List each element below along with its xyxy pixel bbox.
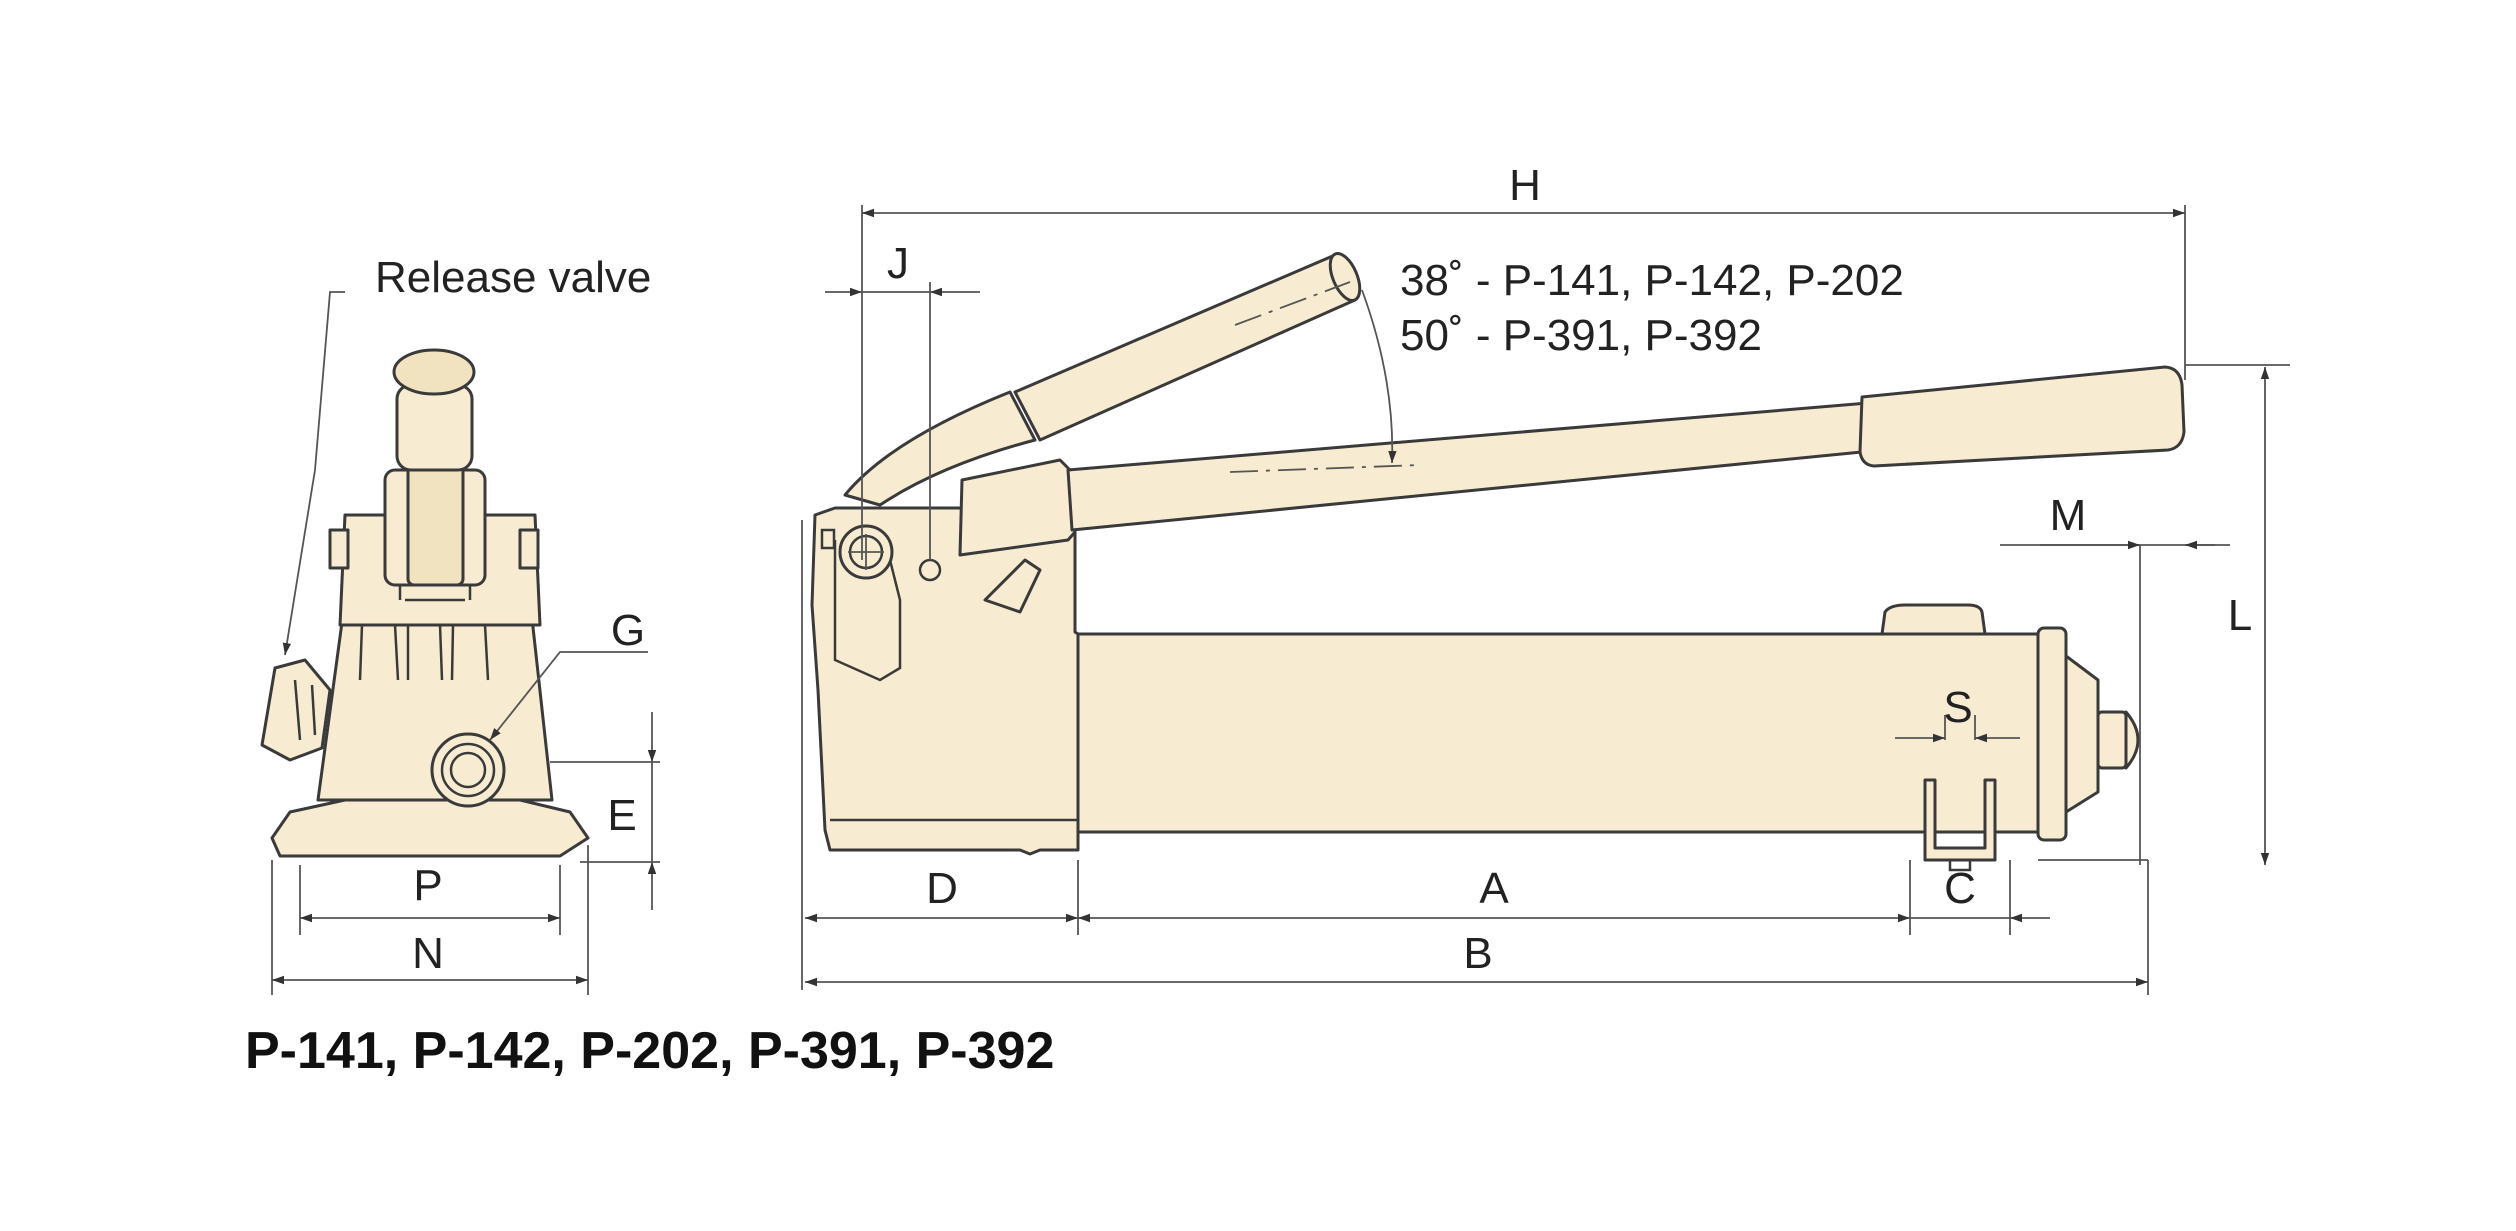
front-ribs — [358, 623, 490, 681]
angle-note-line2: 50˚ - P-391, P-392 — [1400, 311, 1762, 360]
g-leader — [489, 651, 648, 741]
angle-arc — [1361, 289, 1397, 464]
dim-label-g: G — [611, 606, 645, 655]
handle-grip[interactable] — [1858, 365, 2186, 468]
front-handle-cap — [392, 348, 476, 396]
front-handle-grip — [395, 383, 474, 472]
dimension-lines — [271, 205, 2290, 995]
raised-handle-bar — [1013, 253, 1357, 442]
dim-label-n: N — [412, 929, 444, 978]
raised-handle-clevis — [843, 390, 1037, 507]
release-valve-knob[interactable] — [260, 658, 332, 762]
dim-label-e: E — [607, 791, 636, 840]
release-valve-label: Release valve — [375, 253, 651, 302]
dim-label-s: S — [1943, 683, 1972, 732]
reservoir-tube — [1076, 632, 2040, 834]
front-view-pump — [260, 348, 590, 858]
link-arm — [983, 558, 1042, 614]
end-flange-cone — [2064, 654, 2100, 814]
mounting-bracket — [1923, 778, 1997, 862]
front-ear-right — [518, 528, 540, 570]
handle-bar[interactable] — [1066, 400, 1884, 532]
g-port-inner — [440, 742, 496, 798]
dim-label-d: D — [926, 864, 958, 913]
front-handle-inner — [406, 453, 465, 587]
end-nut-cap — [2124, 710, 2140, 770]
side-view-pump — [810, 252, 2186, 872]
end-flange-outer — [2036, 626, 2068, 842]
dim-label-h: H — [1509, 161, 1541, 210]
handle-clevis — [958, 458, 1077, 557]
dim-label-p: P — [413, 861, 442, 910]
front-ear-left — [328, 528, 350, 570]
dim-label-c: C — [1944, 864, 1976, 913]
dim-label-j: J — [887, 239, 909, 288]
release-valve-leader — [282, 291, 345, 656]
dim-label-l: L — [2228, 591, 2252, 640]
filler-cap — [1880, 603, 1987, 636]
angle-note-line1: 38˚ - P-141, P-142, P-202 — [1400, 256, 1904, 305]
dim-label-b: B — [1463, 929, 1492, 978]
dim-label-m: M — [2050, 491, 2087, 540]
labels: Release valve 38˚ - P-141, P-142, P-202 … — [245, 161, 2252, 1080]
end-nut — [2096, 710, 2128, 770]
dim-label-a: A — [1479, 864, 1509, 913]
models-caption: P-141, P-142, P-202, P-391, P-392 — [245, 1022, 1054, 1080]
